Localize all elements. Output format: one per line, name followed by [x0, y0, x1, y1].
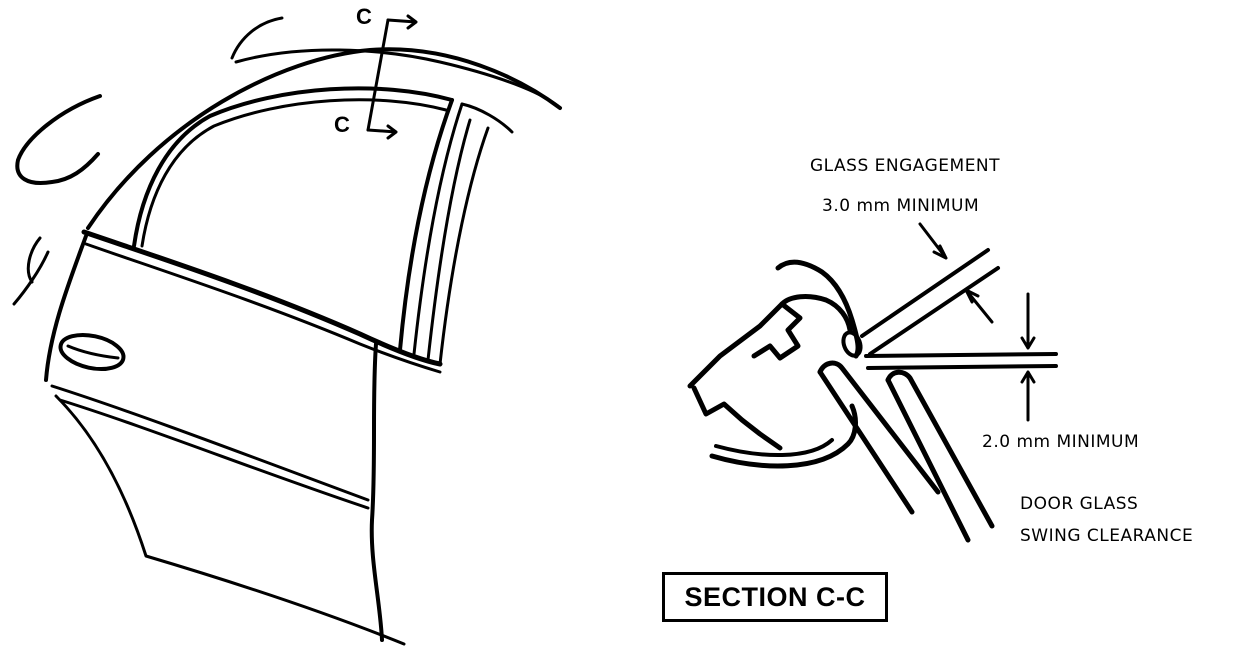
roof-inner-line — [234, 48, 560, 108]
b-pillar-front — [398, 98, 454, 352]
engagement-extension-1 — [860, 248, 990, 338]
weatherstrip-body — [687, 301, 803, 389]
b-pillar-top — [460, 102, 514, 134]
section-cc-detail — [687, 222, 1058, 543]
dim-arrow-2mm-upper — [1020, 292, 1036, 350]
weatherstrip-retainer — [691, 385, 783, 451]
rear-window-outline — [15, 94, 102, 185]
weatherstrip-outer — [775, 259, 861, 359]
door-lower-edge — [54, 394, 406, 646]
section-arrow-lower — [366, 124, 398, 140]
door-glass-pane-1 — [885, 369, 995, 529]
door-handle — [58, 332, 126, 372]
door-handle-slot — [66, 344, 120, 360]
engagement-extension-2 — [868, 266, 1000, 356]
section-arrow-upper — [386, 14, 418, 30]
section-marker-upper: C — [356, 4, 372, 29]
window-frame-outer — [132, 86, 454, 248]
glass-engagement-label: GLASS ENGAGEMENT — [810, 156, 1001, 176]
weatherstrip-lip-inner — [714, 438, 834, 457]
door-rear-edge — [44, 234, 88, 382]
section-marker-lower: C — [334, 112, 350, 137]
b-pillar-seal-1 — [426, 118, 472, 362]
body-side-molding-lower — [58, 398, 370, 510]
rear-roof-spoiler — [230, 16, 284, 60]
body-side-molding-upper — [50, 384, 370, 502]
glass-inner-edge-2 — [817, 369, 915, 515]
dim-arrow-2mm-lower — [1020, 370, 1036, 422]
b-pillar-rear — [412, 102, 464, 356]
swing-clearance-label: SWING CLEARANCE — [1020, 526, 1194, 546]
belt-molding — [81, 229, 443, 367]
rear-door-illustration — [12, 14, 562, 646]
b-pillar-seal-2 — [438, 126, 490, 366]
clearance-extension-2 — [866, 364, 1058, 370]
quarter-panel-line — [12, 236, 50, 306]
door-glass-label: DOOR GLASS — [1020, 494, 1139, 514]
glass-engagement-value: 3.0 mm MINIMUM — [822, 196, 980, 216]
door-front-edge — [369, 342, 384, 642]
weatherstrip-channel — [779, 294, 853, 333]
seal-bulb — [841, 330, 863, 358]
swing-clearance-value: 2.0 mm MINIMUM — [982, 432, 1140, 452]
door-glass-pane-2 — [885, 377, 971, 543]
section-cut-line — [366, 18, 390, 132]
dim-arrow-3mm-upper — [918, 222, 948, 260]
section-title-box: SECTION C-C — [662, 572, 888, 622]
belt-molding-lower — [84, 242, 442, 374]
glass-inner-edge — [817, 360, 941, 495]
window-frame-inner — [140, 98, 448, 248]
dim-arrow-3mm-lower — [964, 288, 994, 324]
clearance-extension-1 — [864, 352, 1058, 358]
section-title: SECTION C-C — [684, 581, 866, 612]
